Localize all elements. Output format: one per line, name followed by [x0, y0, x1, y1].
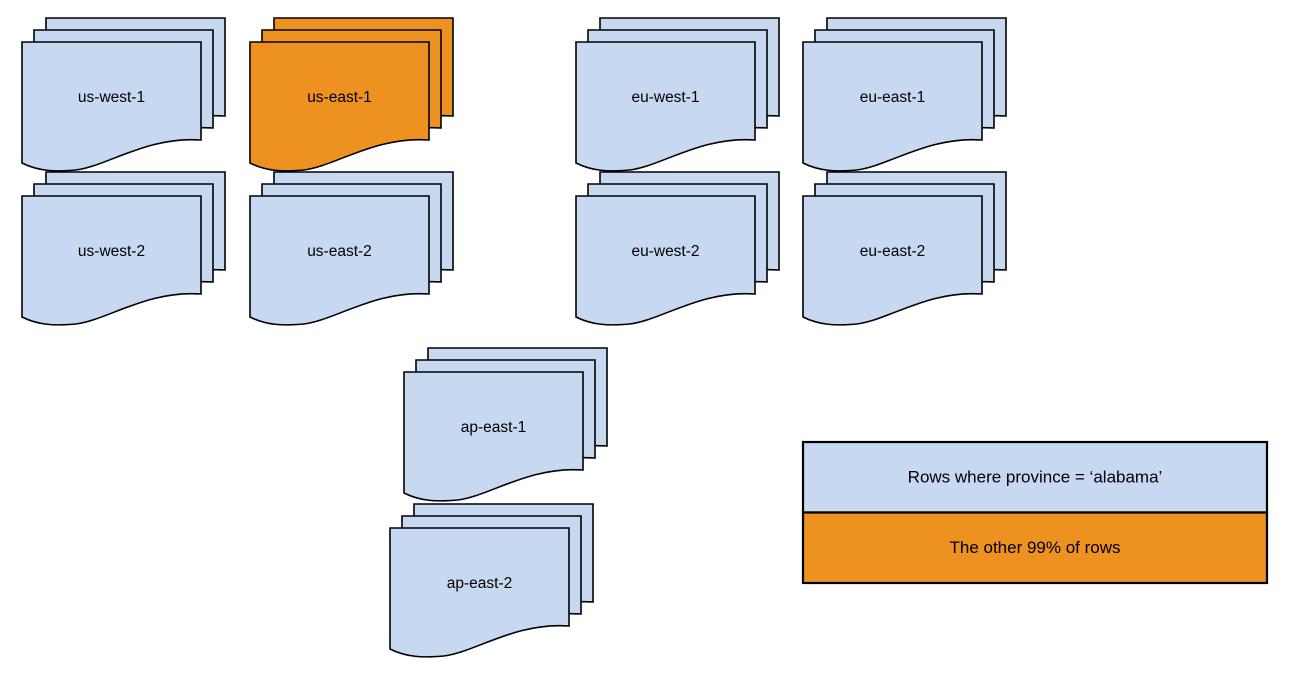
legend-swatch-highlight: [801, 511, 1269, 585]
stack-label-ap-east-1: ap-east-1: [461, 419, 526, 436]
data-stack-us-west-1[interactable]: us-west-1: [21, 17, 226, 172]
stack-sheet-front: [403, 371, 584, 502]
stack-label-us-west-1: us-west-1: [78, 89, 145, 106]
stack-sheet-front: [802, 41, 983, 172]
stack-label-us-east-2: us-east-2: [307, 243, 372, 260]
stack-label-us-west-2: us-west-2: [78, 243, 145, 260]
stack-sheet-front: [389, 527, 570, 658]
stack-sheet-front: [802, 195, 983, 326]
stack-sheet-front: [249, 195, 430, 326]
legend-label-default: Rows where province = ‘alabama’: [908, 468, 1163, 487]
data-stack-eu-east-2[interactable]: eu-east-2: [802, 171, 1007, 326]
data-stack-eu-east-1[interactable]: eu-east-1: [802, 17, 1007, 172]
data-stack-us-west-2[interactable]: us-west-2: [21, 171, 226, 326]
data-stack-eu-west-2[interactable]: eu-west-2: [575, 171, 780, 326]
legend-label-highlight: The other 99% of rows: [949, 538, 1120, 557]
data-stack-us-east-2[interactable]: us-east-2: [249, 171, 454, 326]
stack-label-eu-east-2: eu-east-2: [860, 243, 925, 260]
stack-sheet-front: [249, 41, 430, 172]
data-stack-eu-west-1[interactable]: eu-west-1: [575, 17, 780, 172]
stack-label-eu-west-2: eu-west-2: [631, 243, 699, 260]
legend-swatch-default: [801, 440, 1269, 514]
legend-row-default: Rows where province = ‘alabama’: [801, 440, 1269, 514]
stack-sheet-front: [21, 195, 202, 326]
stack-label-us-east-1: us-east-1: [307, 89, 372, 106]
stack-sheet-front: [575, 41, 756, 172]
data-stack-us-east-1[interactable]: us-east-1: [249, 17, 454, 172]
stack-label-eu-east-1: eu-east-1: [860, 89, 925, 106]
stack-sheet-front: [575, 195, 756, 326]
legend-row-highlight: The other 99% of rows: [801, 511, 1269, 585]
data-stack-ap-east-1[interactable]: ap-east-1: [403, 347, 608, 502]
data-stack-ap-east-2[interactable]: ap-east-2: [389, 503, 594, 658]
stack-label-ap-east-2: ap-east-2: [447, 575, 512, 592]
stack-label-eu-west-1: eu-west-1: [631, 89, 699, 106]
stack-sheet-front: [21, 41, 202, 172]
legend-layer: Rows where province = ‘alabama’ The other…: [801, 440, 1269, 585]
stacks-layer: us-west-1 us-east-1 eu-west-1 eu-east-1 us-w…: [21, 17, 1007, 658]
